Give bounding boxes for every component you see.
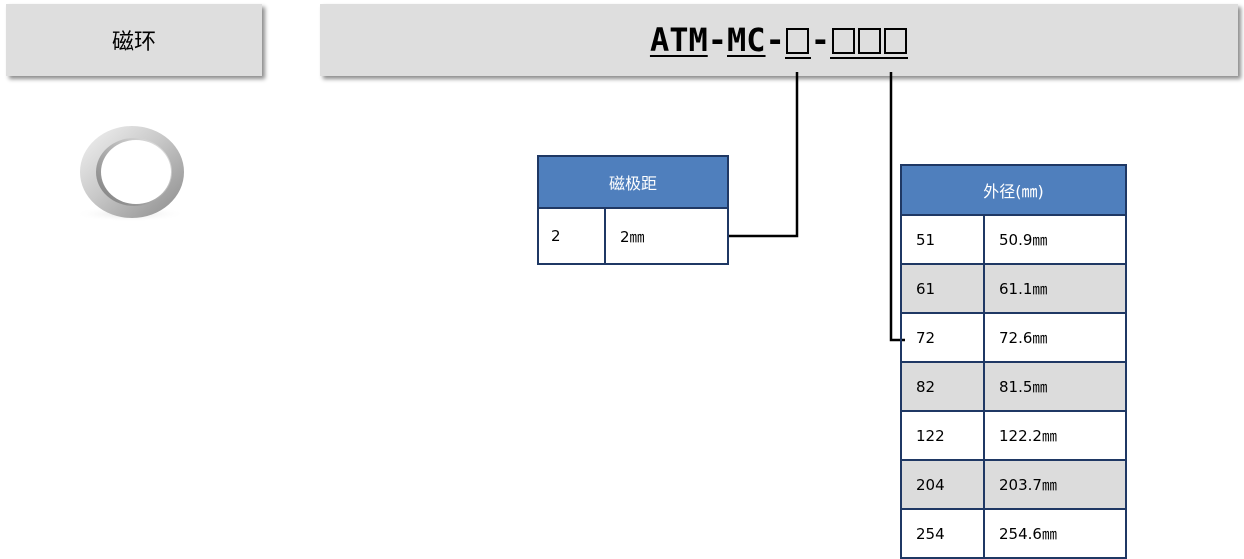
product-title-box: 磁环	[6, 4, 262, 76]
pole-pitch-connector	[729, 72, 799, 238]
table-row: 2 2㎜	[537, 207, 729, 265]
outer-diameter-slot	[830, 28, 909, 59]
pole-pitch-header: 磁极距	[537, 155, 729, 209]
diameter-value: 81.5㎜	[983, 361, 1127, 412]
diameter-code: 122	[900, 410, 985, 461]
placeholder-box-icon	[786, 28, 810, 54]
code-prefix-atm: ATM	[649, 21, 708, 59]
pole-pitch-slot	[784, 28, 811, 59]
code-dash: -	[707, 21, 727, 59]
diameter-value: 72.6㎜	[983, 312, 1127, 363]
diameter-value: 61.1㎜	[983, 263, 1127, 314]
pole-pitch-value: 2㎜	[604, 207, 729, 265]
pole-pitch-table: 磁极距 2 2㎜	[537, 155, 729, 265]
placeholder-box-icon	[857, 28, 881, 54]
diameter-code: 82	[900, 361, 985, 412]
table-row: 72 72.6㎜	[900, 312, 1127, 363]
diameter-value: 203.7㎜	[983, 459, 1127, 510]
outer-diameter-table: 外径(㎜) 51 50.9㎜ 61 61.1㎜ 72 72.6㎜ 82 81.5…	[900, 164, 1127, 559]
part-code: ATM - MC - -	[649, 21, 909, 59]
diameter-value: 50.9㎜	[983, 214, 1127, 265]
table-row: 82 81.5㎜	[900, 361, 1127, 412]
diameter-code: 61	[900, 263, 985, 314]
pole-pitch-code: 2	[537, 207, 606, 265]
diameter-value: 122.2㎜	[983, 410, 1127, 461]
magnetic-ring-image	[74, 126, 186, 222]
table-row: 61 61.1㎜	[900, 263, 1127, 314]
placeholder-box-icon	[883, 28, 907, 54]
code-dash: -	[765, 21, 785, 59]
product-title: 磁环	[111, 30, 156, 55]
outer-diameter-header: 外径(㎜)	[900, 164, 1127, 216]
table-row: 122 122.2㎜	[900, 410, 1127, 461]
placeholder-box-icon	[831, 28, 855, 54]
code-dash: -	[810, 21, 831, 59]
diameter-code: 72	[900, 312, 985, 363]
table-row: 51 50.9㎜	[900, 214, 1127, 265]
table-row: 204 203.7㎜	[900, 459, 1127, 510]
diameter-code: 204	[900, 459, 985, 510]
code-prefix-mc: MC	[727, 21, 766, 59]
diameter-code: 51	[900, 214, 985, 265]
part-code-banner: ATM - MC - -	[320, 4, 1238, 76]
